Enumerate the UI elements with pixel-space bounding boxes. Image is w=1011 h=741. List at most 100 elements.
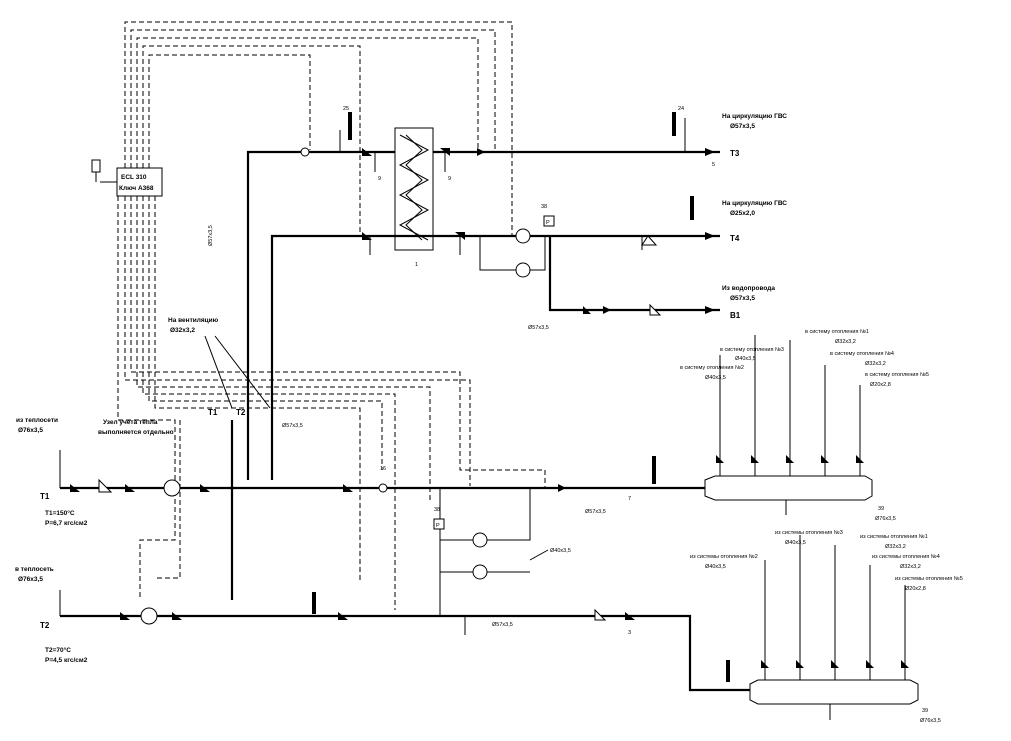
controller-ecl[interactable]: ECL 310 Ключ А368 bbox=[91, 159, 163, 197]
return-branch-pipe: Ø40х3,5 bbox=[705, 564, 726, 570]
svg-text:25: 25 bbox=[343, 106, 349, 112]
t2-inlet-pipe: Ø76х3,5 bbox=[18, 576, 43, 583]
flow-arrow-icon bbox=[558, 484, 566, 492]
svg-text:16: 16 bbox=[380, 466, 386, 472]
valve-icon bbox=[125, 484, 135, 492]
t2-inlet-title: в теплосеть bbox=[15, 566, 54, 573]
mixing-pump-group: P 38 Ø40х3,5 bbox=[433, 488, 571, 615]
supply-branch-pipe: Ø40х3,5 bbox=[705, 375, 726, 381]
return-header-num: 39 bbox=[922, 708, 928, 714]
thermometer-icon bbox=[652, 456, 656, 484]
controller-model: ECL 310 bbox=[121, 174, 147, 181]
strainer-icon bbox=[594, 608, 607, 621]
flow-sensor-icon bbox=[378, 483, 388, 493]
valve-icon bbox=[831, 660, 839, 668]
t1-temp: Т1=150°С bbox=[45, 509, 75, 517]
pipe-label: Ø57х3,5 bbox=[528, 325, 549, 331]
svg-text:38: 38 bbox=[434, 507, 440, 513]
t2-inlet-code: Т2 bbox=[40, 621, 50, 630]
thermometer-icon bbox=[672, 112, 676, 136]
pump-icon bbox=[515, 262, 531, 278]
svg-text:P: P bbox=[546, 220, 550, 226]
heat-meter-icon bbox=[163, 479, 181, 497]
strainer-icon bbox=[98, 478, 113, 493]
valve-icon bbox=[716, 455, 724, 463]
valve-icon bbox=[705, 232, 715, 240]
riser-t1: Т1 bbox=[208, 408, 218, 417]
valve-icon bbox=[172, 612, 182, 620]
supply-branch-name: в систему отопления №5 bbox=[865, 372, 929, 378]
controller-key: Ключ А368 bbox=[119, 185, 154, 192]
valve-icon bbox=[901, 660, 909, 668]
supply-branch-pipe: Ø32х3,2 bbox=[865, 361, 886, 367]
supply-branch-name: в систему отопления №4 bbox=[830, 351, 894, 357]
strainer-icon bbox=[641, 235, 658, 246]
t2-pressure: Р=4,5 кгс/см2 bbox=[45, 657, 88, 664]
t1-inlet-code: Т1 bbox=[40, 492, 50, 501]
b1-pipe: Ø57х3,5 bbox=[730, 295, 755, 302]
return-branch-pipe: Ø32х3,2 bbox=[900, 564, 921, 570]
svg-text:24: 24 bbox=[678, 106, 684, 112]
valve-icon bbox=[362, 148, 372, 156]
valve-icon bbox=[761, 660, 769, 668]
svg-text:5: 5 bbox=[712, 162, 715, 168]
pump-icon bbox=[472, 564, 488, 580]
svg-text:P: P bbox=[436, 523, 440, 529]
valve-icon bbox=[796, 660, 804, 668]
supply-branch-pipe: Ø32х3,2 bbox=[835, 339, 856, 345]
valve-icon bbox=[786, 455, 794, 463]
valve-icon bbox=[625, 612, 635, 620]
t4-pipe: Ø25х2,0 bbox=[730, 210, 755, 217]
ventilation-title: На вентиляцию bbox=[168, 317, 219, 324]
valve-icon bbox=[120, 612, 130, 620]
t1-inlet-pipe: Ø76х3,5 bbox=[18, 427, 43, 434]
svg-text:7: 7 bbox=[628, 496, 631, 502]
supply-header-num: 39 bbox=[878, 506, 884, 512]
control-cables bbox=[117, 21, 546, 610]
supply-branch-pipe: Ø40х3,5 bbox=[735, 356, 756, 362]
t1-supply-main: из теплосети Ø76х3,5 Т1 Т1=150°С Р=6,7 к… bbox=[16, 417, 705, 527]
supply-branch-name: в систему отопления №1 bbox=[805, 329, 869, 335]
return-branch-pipe: Ø20х2,8 bbox=[905, 586, 926, 592]
pipe-label: Ø40х3,5 bbox=[550, 548, 571, 554]
t4-code: Т4 bbox=[730, 234, 740, 243]
return-branch-name: из системы отопления №1 bbox=[860, 534, 928, 540]
return-header-pipe: Ø76х3,5 bbox=[920, 718, 941, 724]
supply-header: 39 Ø76х3,5 в систему отопления №3 Ø40х3,… bbox=[680, 329, 929, 522]
dhw-t3-line: На циркуляцию ГВС Ø57х3,5 Т3 24 25 9 9 5 bbox=[246, 106, 787, 480]
supply-branch-pipe: Ø20х2,8 bbox=[870, 382, 891, 388]
riser-t2: Т2 bbox=[236, 408, 246, 417]
pressure-gauge-icon bbox=[543, 215, 555, 227]
valve-icon bbox=[866, 660, 874, 668]
thermometer-icon bbox=[348, 112, 352, 140]
return-branch-pipe: Ø40х3,5 bbox=[785, 540, 806, 546]
return-branch-name: из системы отопления №2 bbox=[690, 554, 758, 560]
svg-text:1: 1 bbox=[415, 262, 418, 268]
meter-note-line2: выполняется отдельно bbox=[98, 429, 174, 436]
outdoor-sensor-icon bbox=[91, 159, 101, 173]
t3-pipe: Ø57х3,5 bbox=[730, 123, 755, 130]
heat-exchanger[interactable]: 1 bbox=[394, 127, 434, 268]
t4-title: На циркуляцию ГВС bbox=[722, 200, 787, 207]
t3-code: Т3 bbox=[730, 149, 740, 158]
check-valve-icon bbox=[583, 306, 591, 314]
dhw-t4-line: P 38 На циркуляцию ГВС Ø25х2,0 Т4 Ø57х3,… bbox=[208, 196, 787, 480]
t1-inlet-title: из теплосети bbox=[16, 417, 58, 424]
valve-icon bbox=[200, 484, 210, 492]
t3-title: На циркуляцию ГВС bbox=[722, 113, 787, 120]
return-header: 39 Ø76х3,5 из системы отопления №3 Ø40х3… bbox=[690, 530, 963, 724]
t2-temp: Т2=70°С bbox=[45, 646, 71, 654]
valve-icon bbox=[751, 455, 759, 463]
pipe-label: Ø57х3,5 bbox=[585, 509, 606, 515]
valve-icon bbox=[603, 306, 611, 314]
return-branch-name: из системы отопления №3 bbox=[775, 530, 843, 536]
flow-sensor-icon bbox=[300, 147, 310, 157]
return-branch-name: из системы отопления №5 bbox=[895, 576, 963, 582]
svg-text:9: 9 bbox=[448, 176, 451, 182]
svg-text:38: 38 bbox=[541, 204, 547, 210]
b1-title: Из водопровода bbox=[722, 285, 775, 292]
pipe-label: Ø57х3,5 bbox=[492, 622, 513, 628]
ventilation-riser: На вентиляцию Ø32х3,2 Т1 Т2 Ø57х3,5 bbox=[168, 317, 303, 600]
cold-water-b1-line: Из водопровода Ø57х3,5 В1 Ø57х3,5 bbox=[528, 236, 775, 331]
